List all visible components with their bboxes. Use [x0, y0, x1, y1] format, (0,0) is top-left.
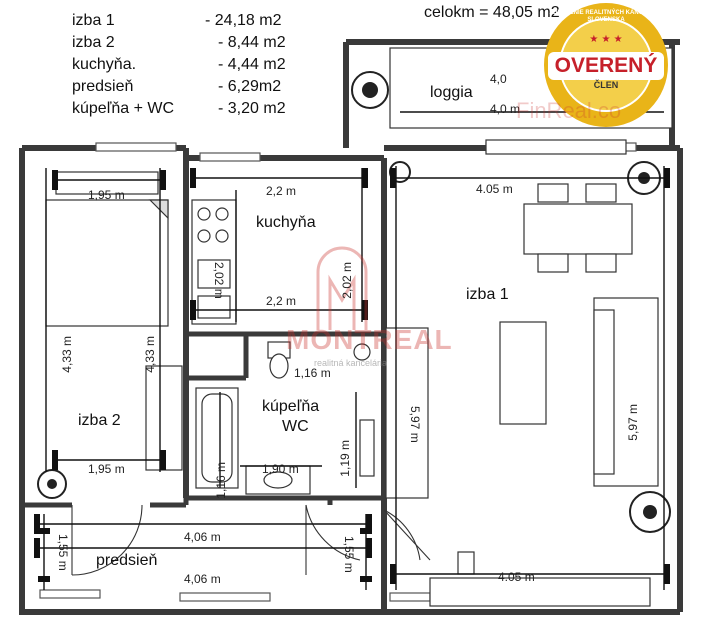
- total-area: celokm = 48,05 m2: [424, 4, 560, 21]
- watermark-site: FinReal.co: [516, 98, 622, 123]
- dim-hall-left: 1,55 m: [56, 534, 70, 571]
- area-value-hall: - 6,29m2: [218, 78, 282, 95]
- dim-wc-width: 1,16 m: [294, 366, 331, 380]
- dim-kitchen-right: 2,02 m: [340, 262, 354, 299]
- area-name-bath: kúpeľňa + WC: [72, 100, 175, 117]
- doors: [71, 504, 431, 576]
- room-label-kitchen: kuchyňa: [256, 214, 316, 231]
- dim-loggia-bottom: 4,0 m: [490, 102, 521, 116]
- dim-izba2-bottom: 1,95 m: [88, 462, 125, 476]
- badge-sub: ČLEN: [593, 80, 619, 90]
- area-name-kitchen: kuchyňa.: [72, 56, 137, 73]
- dim-bath-left: 1,16 m: [214, 462, 228, 499]
- area-value-izba1: - 24,18 m2: [205, 12, 282, 29]
- dim-hall-bottom: 4,06 m: [184, 572, 221, 586]
- verified-badge: [544, 3, 668, 127]
- dim-loggia-top: 4,0: [490, 72, 507, 86]
- dimension-ticks: [34, 168, 670, 584]
- area-name-izba2: izba 2: [72, 34, 115, 51]
- dim-kitchen-bottom: 2,2 m: [266, 294, 297, 308]
- area-value-izba2: - 8,44 m2: [218, 34, 286, 51]
- area-name-izba1: izba 1: [72, 12, 115, 29]
- dim-izba1-bottom: 4.05 m: [498, 570, 535, 584]
- room-label-hall: predsieň: [96, 552, 158, 569]
- dim-izba1-left: 5,97 m: [408, 406, 422, 443]
- dim-hall-top: 4,06 m: [184, 530, 221, 544]
- dim-izba2-top: 1,95 m: [88, 188, 125, 202]
- badge-main: OVERENÝ: [554, 54, 658, 77]
- kitchen-units: [191, 199, 237, 325]
- dim-bath-bottom: 1,90 m: [262, 462, 299, 476]
- dim-kitchen-left: 2,02 m: [212, 262, 226, 299]
- living-furniture: [385, 183, 659, 607]
- room-label-izba1: izba 1: [466, 286, 509, 303]
- watermark-tagline: realitná kancelária: [314, 358, 388, 368]
- area-value-bath: - 3,20 m2: [218, 100, 286, 117]
- area-value-kitchen: - 4,44 m2: [218, 56, 286, 73]
- dim-izba2-left: 4,33 m: [60, 336, 74, 373]
- interior-walls: [22, 331, 384, 508]
- watermark-brand: MONTREAL: [286, 324, 453, 355]
- dim-hall-right: 1,55 m: [342, 536, 356, 573]
- badge-stars: ★ ★ ★: [589, 34, 623, 45]
- room-label-bathroom: kúpeľňa: [262, 398, 320, 415]
- watermark-logo: [316, 246, 368, 330]
- dim-kitchen-top: 2,2 m: [266, 184, 297, 198]
- dim-izba1-right: 5,97 m: [626, 404, 640, 441]
- dim-izba1-top: 4.05 m: [476, 182, 513, 196]
- room-label-wc: WC: [282, 418, 309, 435]
- room-label-izba2: izba 2: [78, 412, 121, 429]
- bath-fixtures: [195, 341, 375, 495]
- dim-izba2-right: 4,33 m: [143, 336, 157, 373]
- room-label-loggia: loggia: [430, 84, 473, 101]
- badge-ring-text: ZDRUŽENIE REALITNÝCH KANCELÁRIÍ SLOVENSK…: [549, 10, 663, 23]
- dim-bath-right: 1,19 m: [338, 440, 352, 477]
- area-name-hall: predsieň: [72, 78, 134, 95]
